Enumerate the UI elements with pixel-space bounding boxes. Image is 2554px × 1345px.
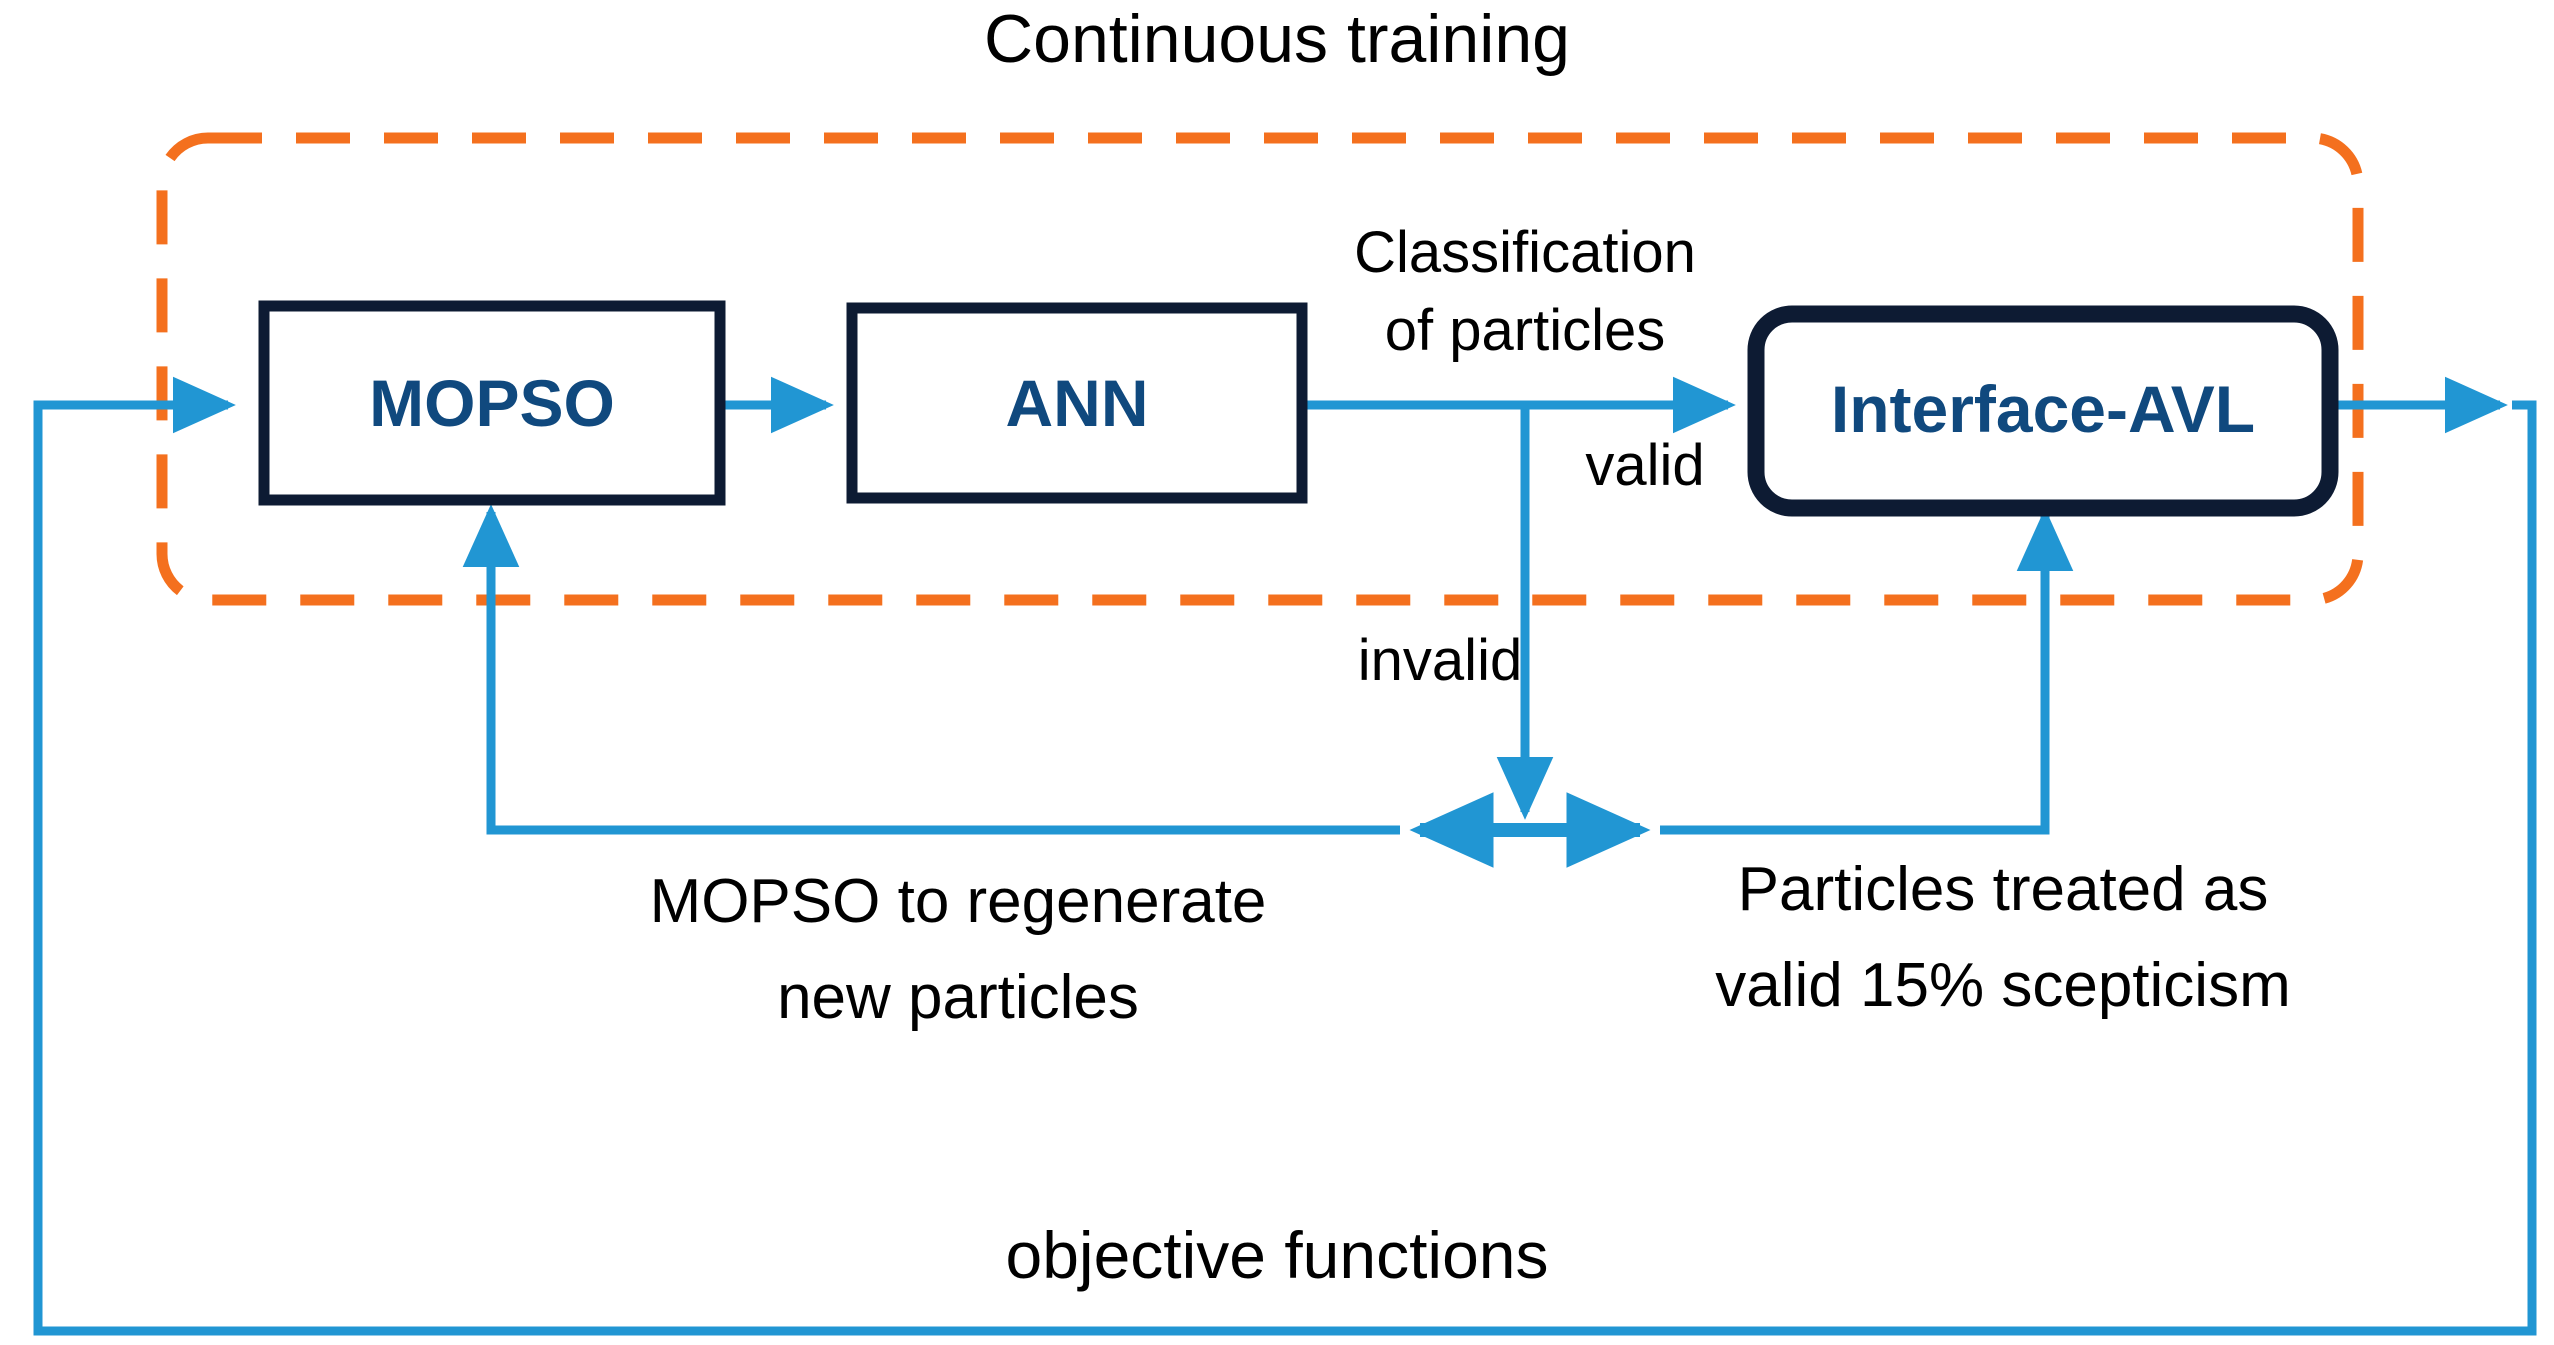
node-interface-avl-label: Interface-AVL (1831, 372, 2255, 446)
label-regenerate-line2: new particles (777, 963, 1139, 1032)
diagram-title: Continuous training (984, 1, 1570, 77)
node-mopso[interactable] (258, 300, 726, 506)
edge-treated-valid-to-interface (1660, 508, 2074, 835)
label-classification-line1: Classification (1354, 220, 1696, 285)
continuous-training-boundary (156, 132, 2364, 606)
label-treated-line2: valid 15% scepticism (1715, 951, 2290, 1020)
node-mopso-label: MOPSO (369, 366, 615, 440)
objective-functions-loop-path (33, 376, 2537, 1336)
label-classification-line2: of particles (1385, 298, 1665, 363)
label-invalid: invalid (1358, 628, 1522, 693)
label-valid: valid (1585, 433, 1704, 498)
label-treated-line1: Particles treated as (1738, 855, 2269, 924)
label-regenerate-line1: MOPSO to regenerate (650, 867, 1267, 936)
label-objective-functions: objective functions (1006, 1218, 1549, 1292)
node-ann[interactable] (846, 302, 1308, 504)
node-interface-avl[interactable] (1747, 305, 2339, 517)
node-ann-label: ANN (1006, 366, 1149, 440)
edge-regenerate-to-mopso (462, 504, 1400, 835)
